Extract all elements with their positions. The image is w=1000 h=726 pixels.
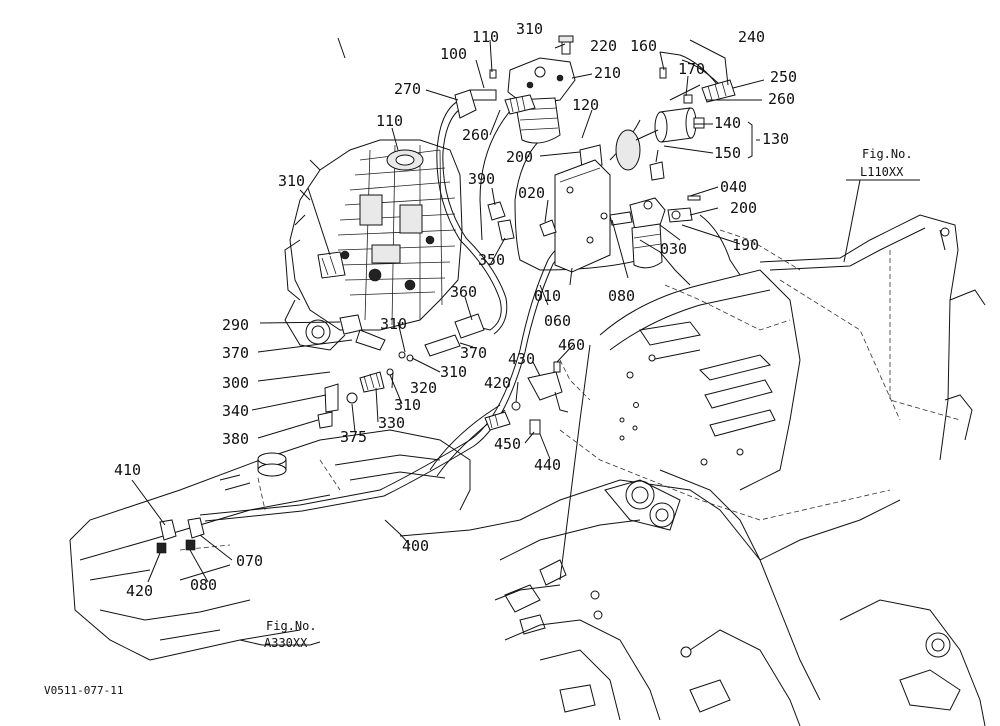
part-label-200: 200: [506, 148, 533, 166]
part-label-370-left: 370: [222, 344, 249, 362]
part-label-340: 340: [222, 402, 249, 420]
part-label-110: 110: [472, 28, 499, 46]
part-label-170: 170: [678, 60, 705, 78]
part-label-300: 300: [222, 374, 249, 392]
part-label-210: 210: [594, 64, 621, 82]
part-label-260-left: 260: [462, 126, 489, 144]
part-label-430: 430: [508, 350, 535, 368]
part-label-030: 030: [660, 240, 687, 258]
part-label-250: 250: [770, 68, 797, 86]
part-label-310-left: 310: [278, 172, 305, 190]
part-label-400: 400: [402, 537, 429, 555]
sedimenter-bracket: [539, 159, 701, 286]
part-label-320: 320: [410, 379, 437, 397]
part-label-020: 020: [518, 184, 545, 202]
part-label-420-mid: 420: [484, 374, 511, 392]
part-label-270: 270: [394, 80, 421, 98]
part-label-260: 260: [768, 90, 795, 108]
part-label-350: 350: [478, 251, 505, 269]
part-label-330: 330: [378, 414, 405, 432]
part-label-460: 460: [558, 336, 585, 354]
part-label-130: 130: [762, 130, 789, 148]
part-label-010: 010: [534, 287, 561, 305]
fig-ref-frame-line2: L110XX: [860, 165, 904, 179]
machine-frame: [494, 214, 986, 726]
part-label-410: 410: [114, 461, 141, 479]
part-label-150: 150: [714, 144, 741, 162]
part-label-140: 140: [714, 114, 741, 132]
part-label-450: 450: [494, 435, 521, 453]
center-fittings: [317, 201, 569, 435]
engine-block: [284, 139, 463, 351]
fuel-filter-assembly: [454, 35, 576, 144]
part-label-360: 360: [450, 283, 477, 301]
fuel-tank: [69, 429, 471, 661]
part-label-120: 120: [572, 96, 599, 114]
part-label-190: 190: [732, 236, 759, 254]
part-label-420-bot: 420: [126, 582, 153, 600]
fig-ref-tank-line1: Fig.No.: [266, 619, 317, 633]
part-label-110-mid: 110: [376, 112, 403, 130]
part-labels: 310 220 210 110 100 160 240 170 250 260 …: [114, 20, 797, 600]
part-label-370-right: 370: [460, 344, 487, 362]
part-label-310: 310: [516, 20, 543, 38]
part-label-080: 080: [608, 287, 635, 305]
part-label-440: 440: [534, 456, 561, 474]
part-label-310-d: 310: [394, 396, 421, 414]
part-label-220: 220: [590, 37, 617, 55]
part-label-380: 380: [222, 430, 249, 448]
leader-lines: [131, 37, 920, 646]
part-label-080-bot: 080: [190, 576, 217, 594]
part-label-070: 070: [236, 552, 263, 570]
part-label-160: 160: [630, 37, 657, 55]
part-label-060: 060: [544, 312, 571, 330]
part-label-040: 040: [720, 178, 747, 196]
fig-ref-tank: Fig.No. A330XX: [264, 619, 317, 650]
part-label-200-right: 200: [730, 199, 757, 217]
drawing-code: V0511-077-11: [44, 684, 123, 697]
part-label-240: 240: [738, 28, 765, 46]
part-label-100: 100: [440, 45, 467, 63]
part-label-310-mid: 310: [380, 315, 407, 333]
fig-ref-frame-line1: Fig.No.: [862, 147, 913, 161]
part-label-390: 390: [468, 170, 495, 188]
fuel-pump: [579, 67, 736, 181]
fig-ref-frame: Fig.No. L110XX: [860, 147, 913, 179]
part-label-375: 375: [340, 428, 367, 446]
part-label-310-c: 310: [440, 363, 467, 381]
fig-ref-tank-line2: A330XX: [264, 636, 308, 650]
part-label-290: 290: [222, 316, 249, 334]
